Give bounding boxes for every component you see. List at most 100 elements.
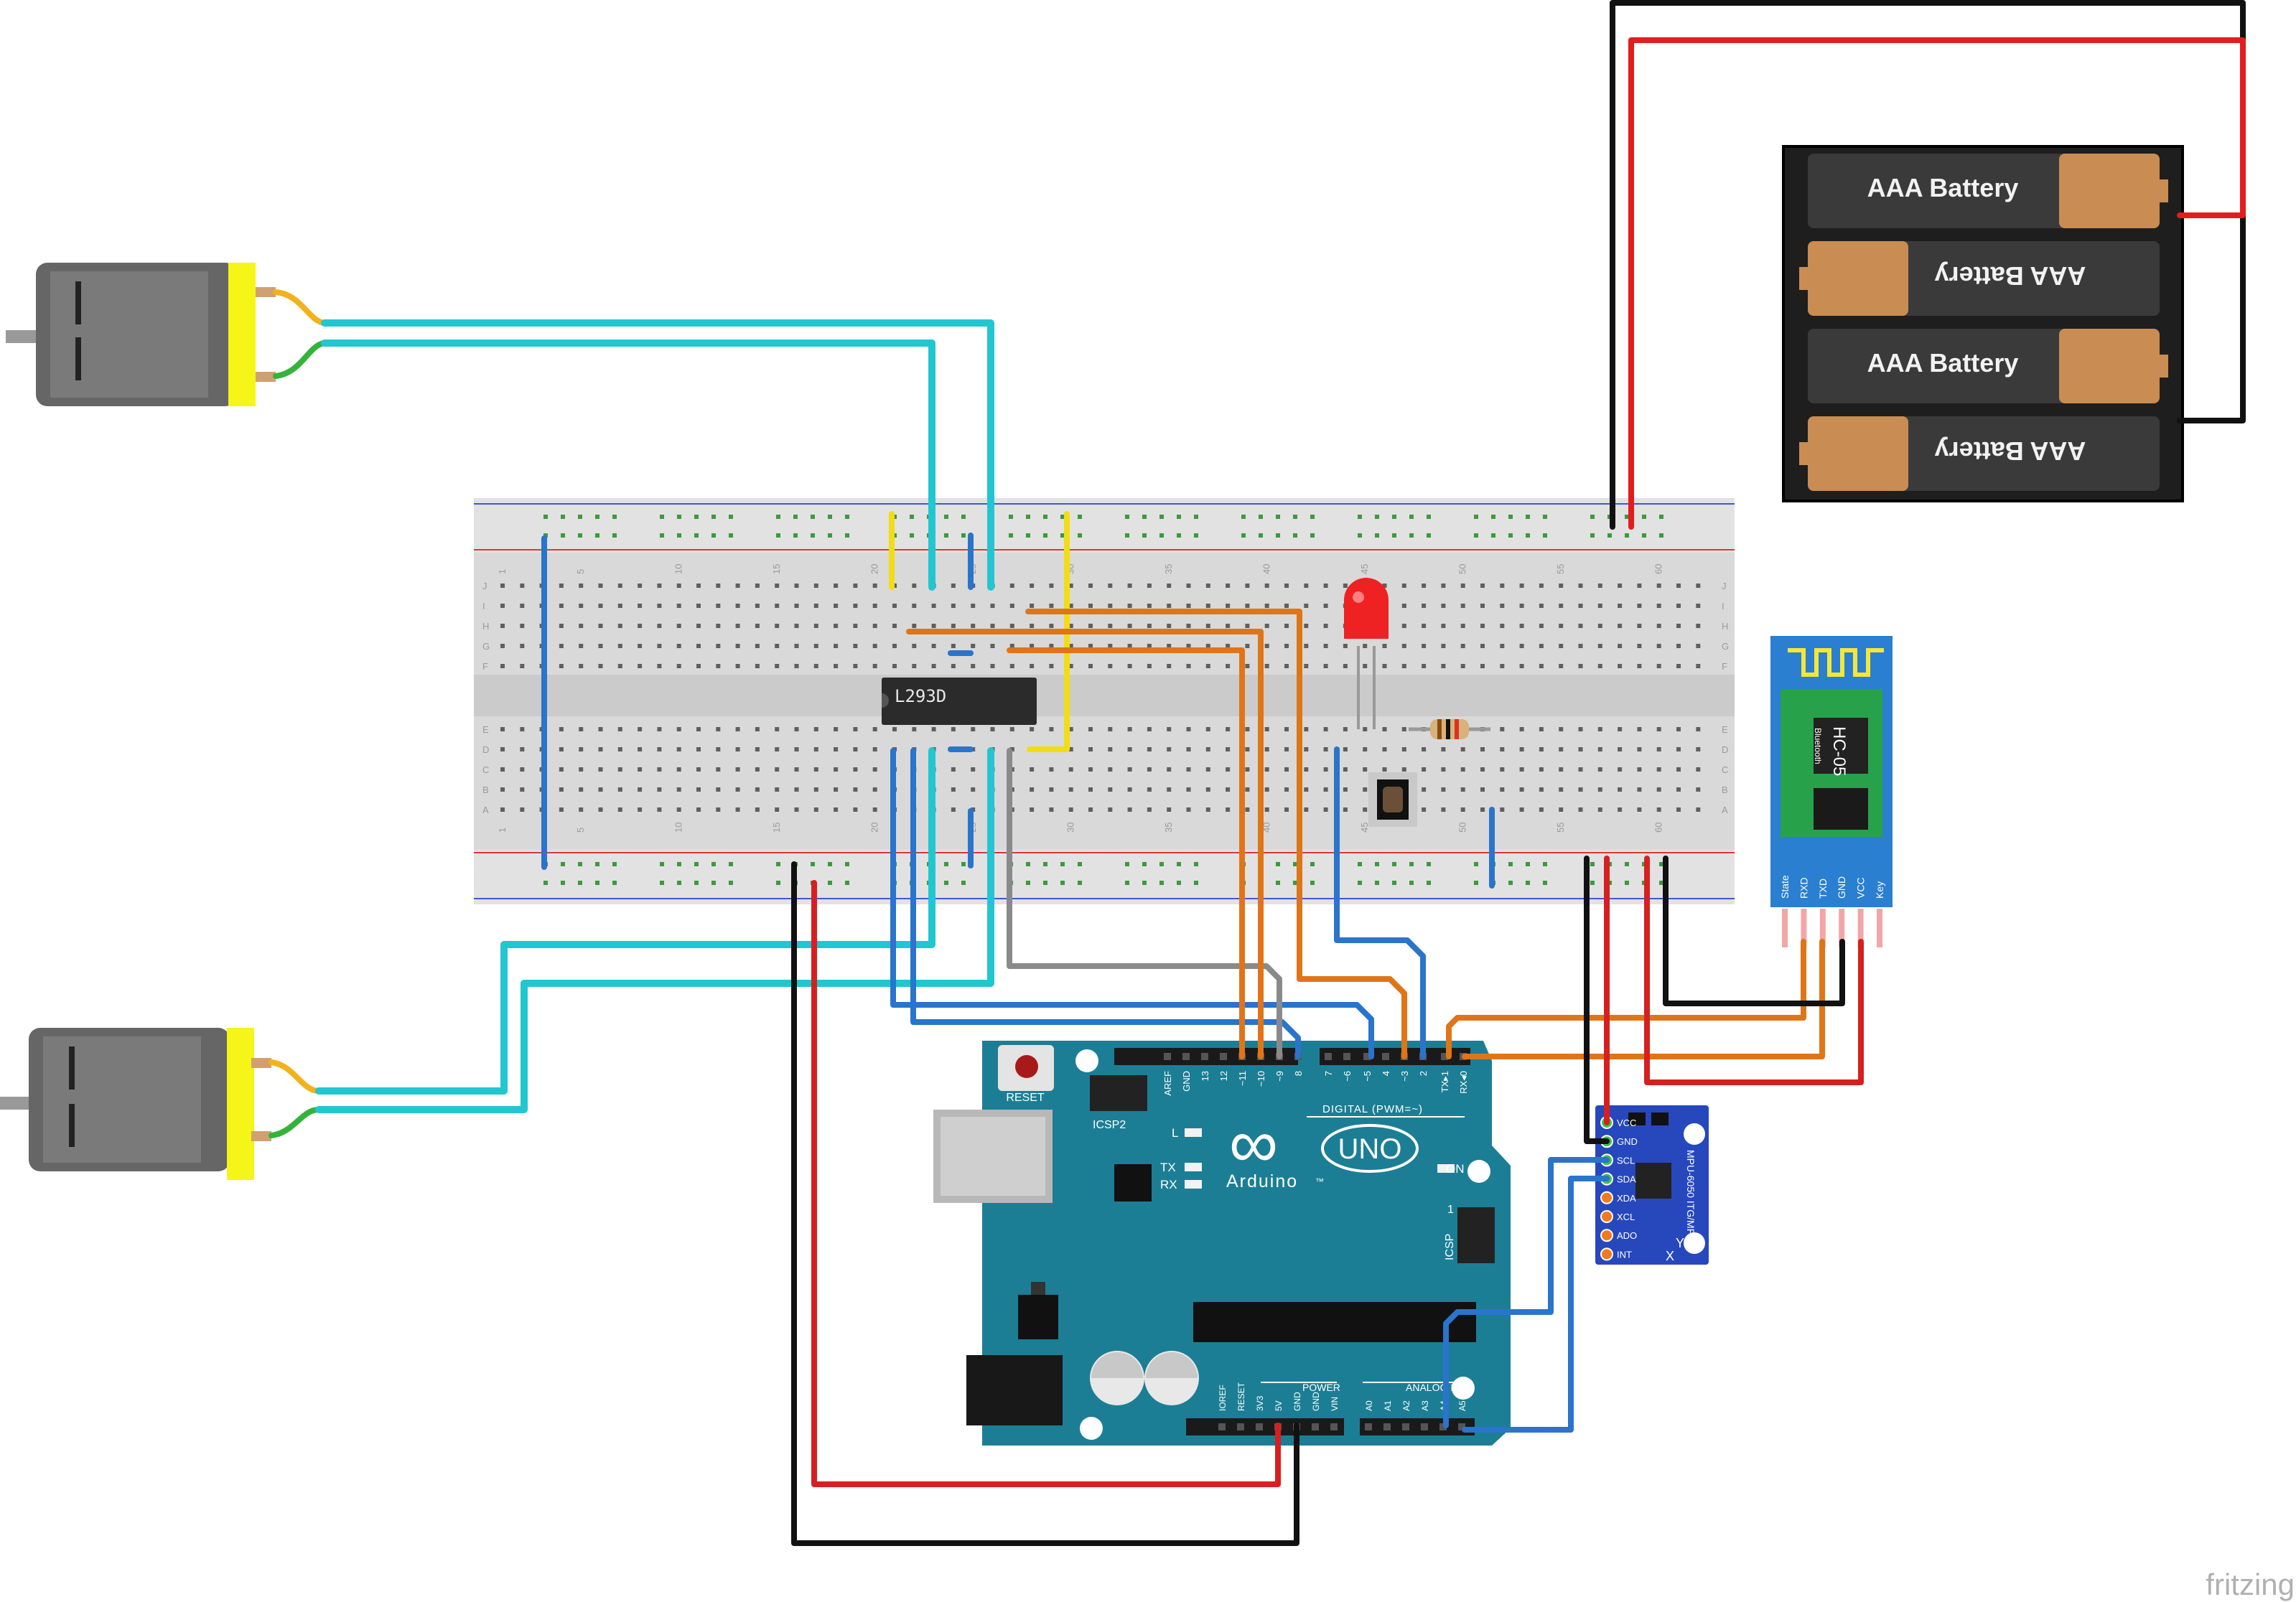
orange-wire-hc05-txd-to-rx [1446, 939, 1806, 1059]
mpu-chip [1635, 1163, 1671, 1199]
resistor[interactable] [1409, 719, 1490, 739]
breadboard-column-number: 35 [1163, 564, 1174, 574]
hc05-pin-label: RXD [1798, 877, 1809, 899]
digital-pin-label: ~3 [1399, 1071, 1410, 1082]
yellow-jumper-2 [1027, 511, 1070, 752]
hc05-chip [1814, 718, 1868, 774]
bottom-power-rail [474, 850, 1735, 904]
blue-wire-mpu-scl-to-a5 [1443, 1157, 1610, 1428]
analog-header [1360, 1418, 1475, 1435]
breadboard-column-number: 15 [771, 823, 782, 833]
motor-top-lead-1 [273, 289, 327, 326]
digital-pin-label: 2 [1418, 1071, 1429, 1076]
push-button[interactable] [1368, 772, 1417, 827]
black-wire-gnd-to-rail [791, 861, 1299, 1546]
mpu-pin-label: SDA [1617, 1174, 1636, 1185]
analog-pin-label: A2 [1401, 1400, 1411, 1411]
breadboard-column-number: 20 [869, 823, 880, 833]
digital-pin-label: 12 [1218, 1071, 1229, 1081]
mpu-pin-label: VCC [1617, 1118, 1636, 1128]
breadboard-column-number: 40 [1261, 823, 1272, 833]
breadboard-column-number: 40 [1261, 564, 1272, 574]
breadboard-column-number: 1 [497, 828, 508, 833]
motor-bottom-endcap [227, 1028, 254, 1180]
mpu-pin-label: GND [1617, 1136, 1638, 1147]
motor-top[interactable] [6, 263, 276, 406]
l293d-ic[interactable]: L293D [882, 678, 1037, 725]
cyan-wire-motor-bottom-1 [315, 747, 935, 1095]
black-wire-hc05-gnd [1663, 856, 1845, 1006]
breadboard-row-letter: A [482, 805, 489, 815]
red-wire-battery-positive [1628, 37, 2246, 530]
mpu6050-module[interactable]: MPU-6050 ITG/MPU VCCGNDSCLSDAXDAXCLADOIN… [1595, 1105, 1709, 1265]
hc05-pin-label: VCC [1855, 877, 1867, 899]
digital-label: DIGITAL (PWM=~) [1322, 1103, 1423, 1115]
digital-pin-label: ~6 [1342, 1071, 1353, 1082]
mpu-pin-label: XDA [1617, 1193, 1636, 1204]
cyan-wire-motor-top-2 [321, 339, 935, 591]
dc-jack [966, 1355, 1063, 1425]
mpu-pin-label: XCL [1617, 1212, 1635, 1222]
digital-pin-label: ~5 [1362, 1071, 1373, 1082]
digital-pin-label: 4 [1381, 1071, 1391, 1076]
arduino-trademark: ™ [1315, 1176, 1324, 1186]
orange-wire-ic-to-d3 [1025, 609, 1407, 1059]
breadboard-column-number: 1 [497, 569, 508, 574]
top-power-rail [474, 498, 1735, 553]
mpu-pin-label: SCL [1617, 1155, 1635, 1166]
arduino-infinity-logo: ∞ [1229, 1105, 1278, 1182]
hc05-chip-label: HC-05 [1829, 726, 1849, 776]
motor-top-shaft [6, 330, 42, 343]
breadboard-column-number: 35 [1163, 823, 1174, 833]
breadboard-column-number: 20 [869, 564, 880, 574]
breadboard-column-number: 50 [1457, 823, 1468, 833]
hc05-pin-label: State [1779, 875, 1791, 899]
led-rx-label: RX [1160, 1178, 1177, 1191]
breadboard-row-letter: F [1722, 661, 1727, 672]
icsp2-label: ICSP2 [1093, 1119, 1126, 1131]
battery-label: AAA Battery [1867, 348, 2019, 378]
breadboard-row-letter: D [1722, 744, 1728, 755]
arduino-brand: Arduino [1226, 1171, 1298, 1191]
breadboard-column-number: 10 [673, 564, 684, 574]
cyan-wire-motor-top-1 [321, 319, 994, 591]
digital-pin-label: 7 [1323, 1071, 1334, 1076]
battery-label: AAA Battery [1935, 261, 2086, 291]
connection-wires [269, 0, 2246, 1546]
power-pin-label: RESET [1236, 1382, 1246, 1411]
breadboard-row-letter: E [1722, 724, 1728, 735]
red-led[interactable] [1344, 578, 1389, 729]
breadboard-row-letter: I [482, 601, 485, 612]
power-header [1186, 1418, 1344, 1435]
reset-label: RESET [1006, 1092, 1045, 1104]
motor-bottom[interactable] [0, 1028, 271, 1180]
power-pin-label: GND [1292, 1392, 1302, 1411]
digital-pin-label: 8 [1293, 1071, 1304, 1076]
blue-wire-button-to-d2 [1334, 746, 1426, 1059]
breadboard-column-number: 5 [575, 569, 586, 574]
digital-pin-label: AREF [1162, 1071, 1173, 1096]
hc05-chip-sublabel: Bluetooth [1813, 728, 1823, 764]
icsp-header [1457, 1207, 1495, 1263]
mpu-label: MPU-6050 ITG/MPU [1685, 1150, 1697, 1242]
red-wire-hc05-vcc [1644, 856, 1864, 1085]
center-channel [474, 675, 1735, 716]
breadboard-column-number: 60 [1653, 564, 1664, 574]
analog-label: ANALOG IN [1406, 1382, 1460, 1393]
orange-wire-ic-to-d11 [906, 629, 1264, 1059]
breadboard-column-number: 45 [1359, 564, 1370, 574]
breadboard-column-number: 60 [1653, 823, 1664, 833]
motor-bottom-shaft [0, 1097, 34, 1110]
power-label: POWER [1302, 1382, 1340, 1393]
digital-pin-label: ~11 [1237, 1071, 1248, 1086]
breadboard-column-number: 50 [1457, 564, 1468, 574]
breadboard-row-letter: A [1722, 805, 1728, 815]
breadboard-column-number: 10 [673, 823, 684, 833]
power-pin-label: 5V [1274, 1400, 1284, 1411]
